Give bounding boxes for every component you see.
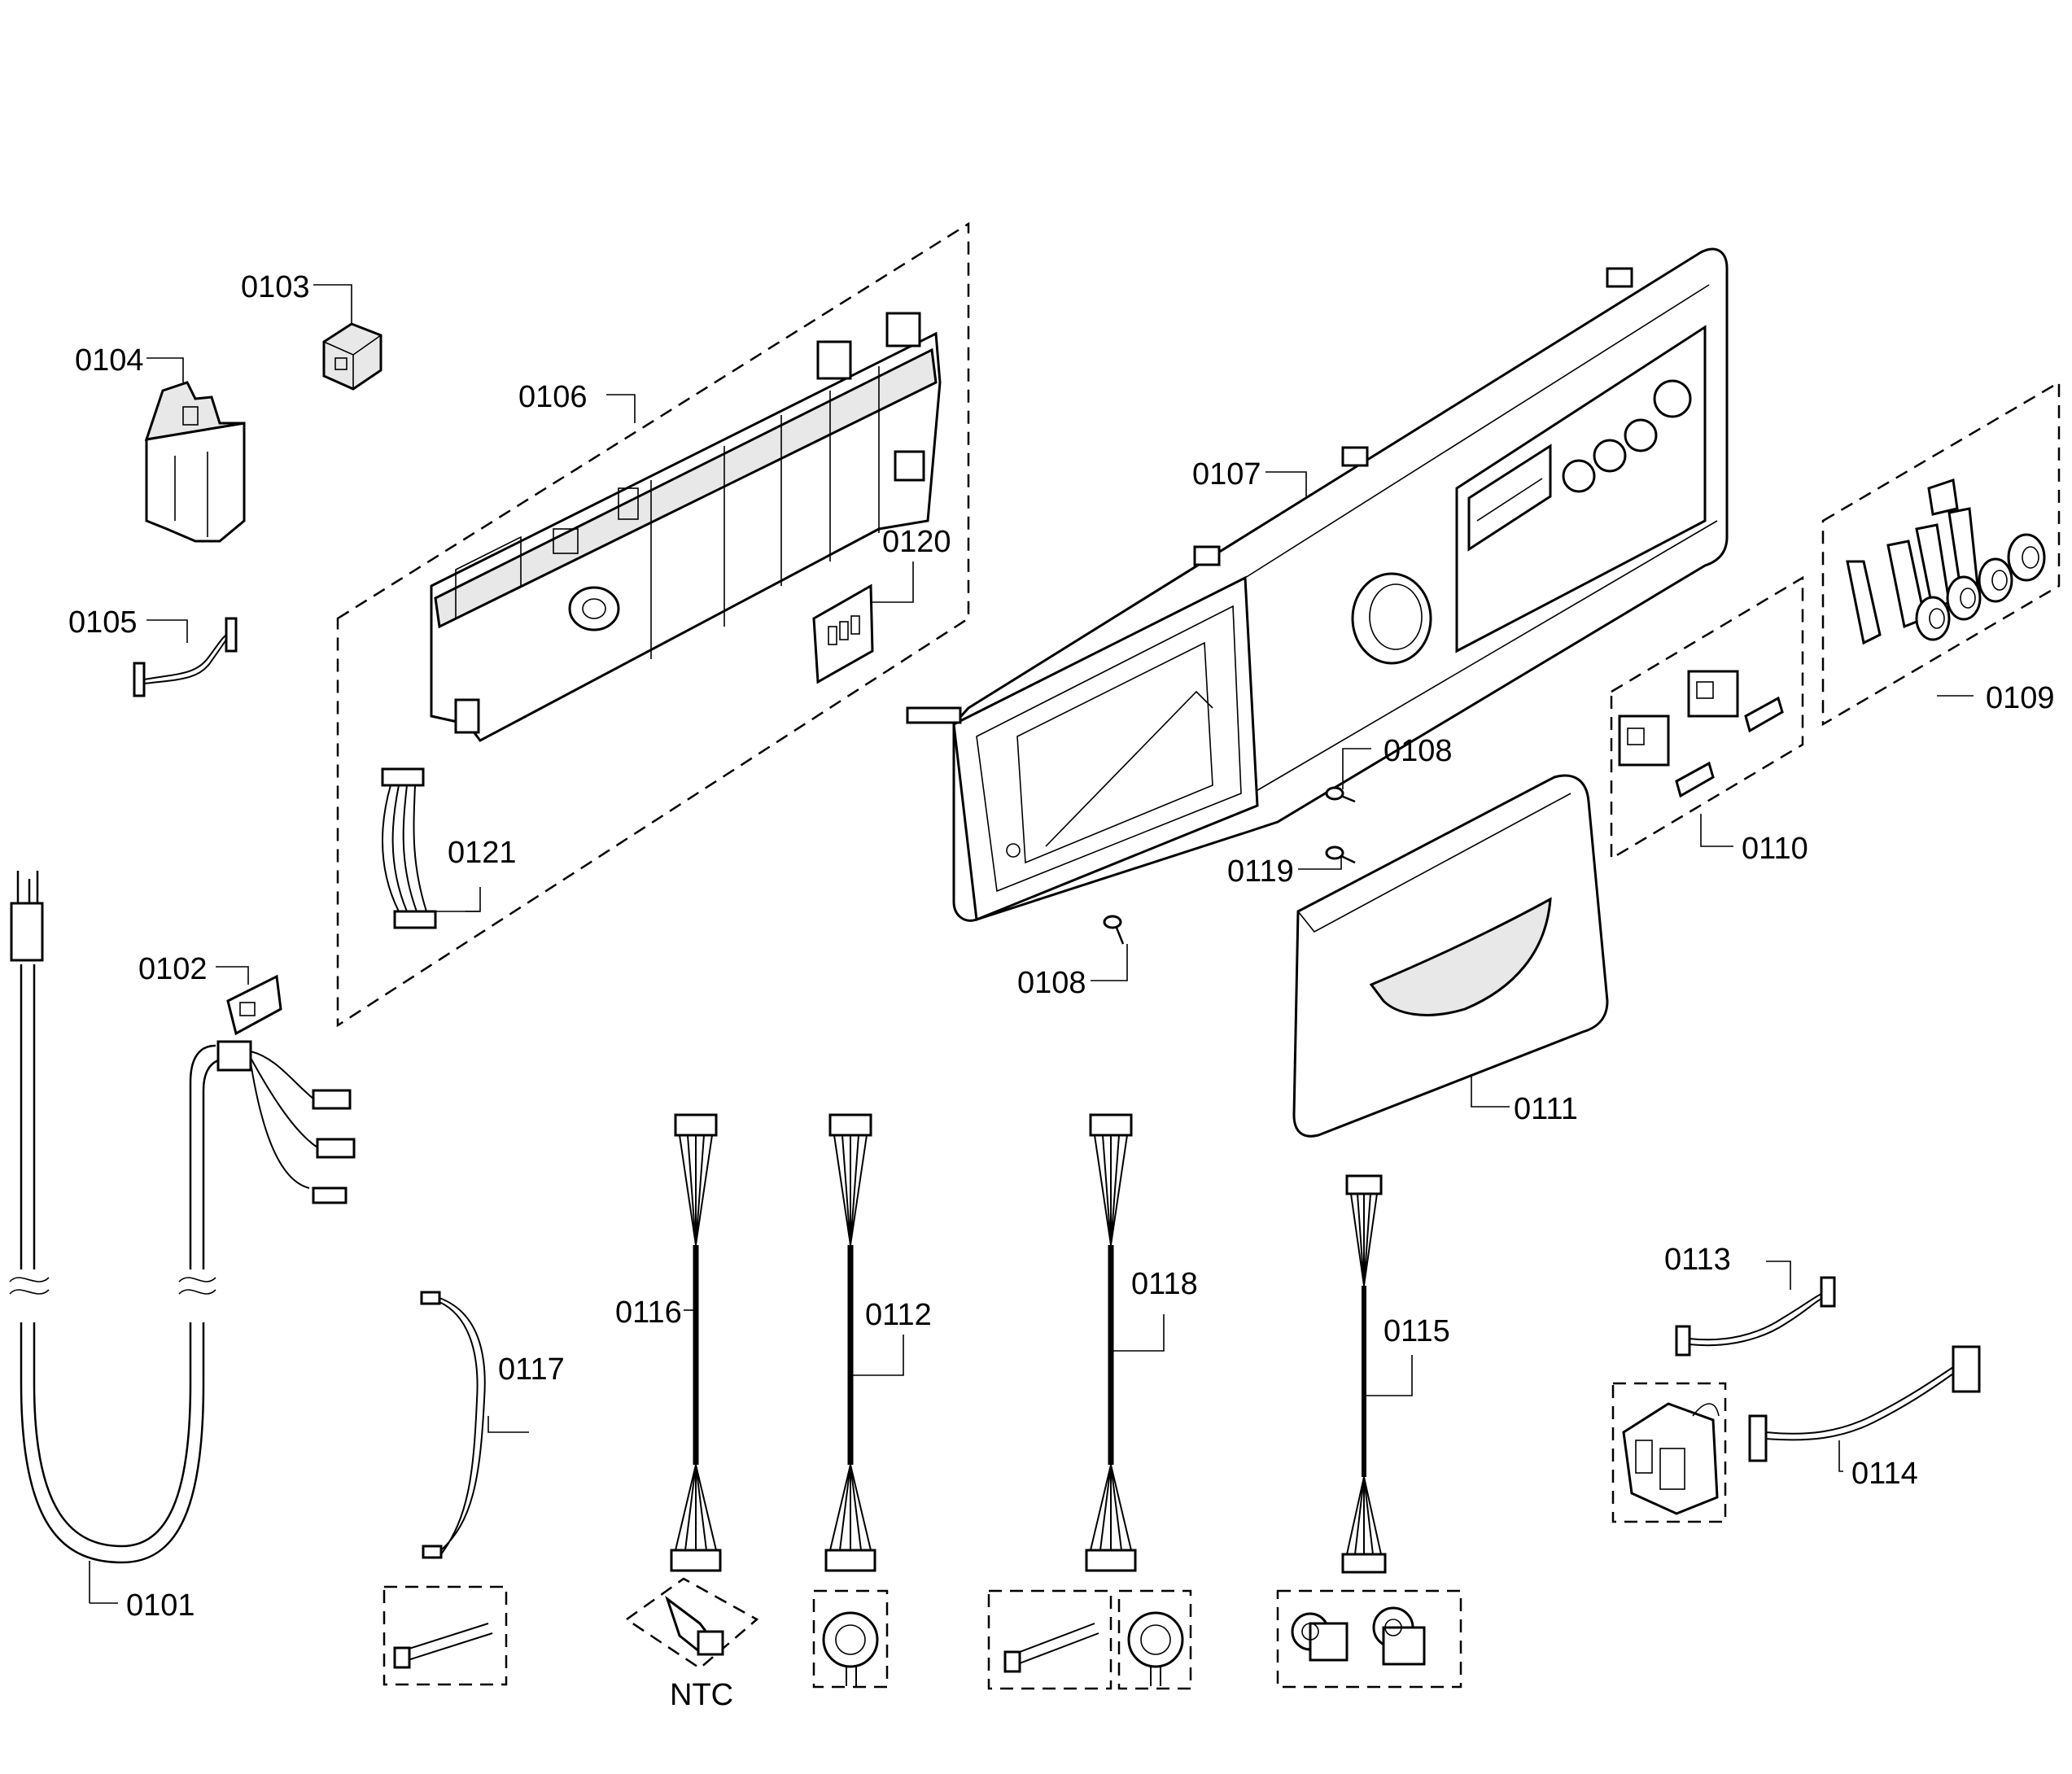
label-0102: 0102 <box>138 952 208 986</box>
part-0103-cube <box>322 322 382 391</box>
part-0121-harness <box>381 767 437 929</box>
part-0102-suppressor <box>226 974 282 1036</box>
part-0114-cable <box>1748 1345 1981 1462</box>
label-0108-a: 0108 <box>1384 734 1453 768</box>
label-0120: 0120 <box>882 525 951 559</box>
part-0117-heater-element <box>393 1623 493 1669</box>
part-0120-board <box>812 583 874 684</box>
part-0112-pressure-switch <box>822 1611 879 1686</box>
label-0114: 0114 <box>1851 1457 1918 1491</box>
group-box-ntc <box>624 1577 759 1670</box>
part-0105-cable <box>133 617 238 697</box>
part-0115-harness <box>1341 1174 1387 1574</box>
part-0104-filter <box>144 381 246 543</box>
label-0113: 0113 <box>1664 1243 1731 1277</box>
part-0101-power-cord <box>9 871 356 1564</box>
label-0103: 0103 <box>241 270 310 304</box>
part-0118-heater-element <box>1003 1623 1099 1673</box>
group-box-buttons <box>1610 575 1804 861</box>
label-0115: 0115 <box>1384 1314 1450 1348</box>
group-box-heater-0117 <box>382 1585 508 1686</box>
label-0101: 0101 <box>126 1588 195 1623</box>
part-0113-cable <box>1675 1276 1836 1357</box>
part-0112-harness <box>824 1113 876 1572</box>
label-0112: 0112 <box>865 1298 932 1332</box>
label-0121: 0121 <box>448 836 517 870</box>
label-ntc: NTC <box>670 1678 733 1712</box>
label-0119: 0119 <box>1227 854 1294 889</box>
label-0110: 0110 <box>1742 832 1808 866</box>
part-0108-screw-b <box>1103 915 1125 945</box>
part-0118-pressure-switch <box>1127 1611 1184 1686</box>
label-0104: 0104 <box>75 343 144 378</box>
part-0118-harness <box>1085 1113 1137 1572</box>
label-0106: 0106 <box>518 380 588 414</box>
part-0108-screw-a <box>1325 786 1356 803</box>
part-0107-fascia <box>906 247 1729 922</box>
label-0108-b: 0108 <box>1017 966 1086 1000</box>
part-0117-heater-cable <box>420 1291 486 1559</box>
label-0117: 0117 <box>498 1352 565 1387</box>
part-0116-ntc-sensor <box>665 1595 724 1656</box>
part-0111-drawer-handle <box>1292 774 1609 1138</box>
label-0107: 0107 <box>1192 457 1261 492</box>
part-0109-knobs <box>1846 478 2046 645</box>
part-0116-harness <box>670 1113 722 1572</box>
group-box-lock-0114 <box>1611 1382 1727 1523</box>
label-0111: 0111 <box>1514 1092 1578 1126</box>
label-0118: 0118 <box>1131 1267 1198 1301</box>
part-0110-switches <box>1618 670 1784 798</box>
group-box-heater-0118 <box>987 1589 1112 1690</box>
group-box-control-module <box>336 221 970 1028</box>
group-box-valves-0115 <box>1276 1589 1462 1689</box>
part-0106-control-module <box>430 312 942 742</box>
group-box-knobs <box>1821 380 2061 727</box>
leader-lines <box>89 284 1974 1604</box>
part-0119-screw <box>1325 845 1356 864</box>
label-0109: 0109 <box>1986 681 2055 715</box>
label-0116: 0116 <box>615 1296 682 1330</box>
label-0105: 0105 <box>68 605 138 640</box>
part-0115-valves <box>1291 1606 1426 1666</box>
part-0114-door-lock <box>1622 1402 1720 1515</box>
